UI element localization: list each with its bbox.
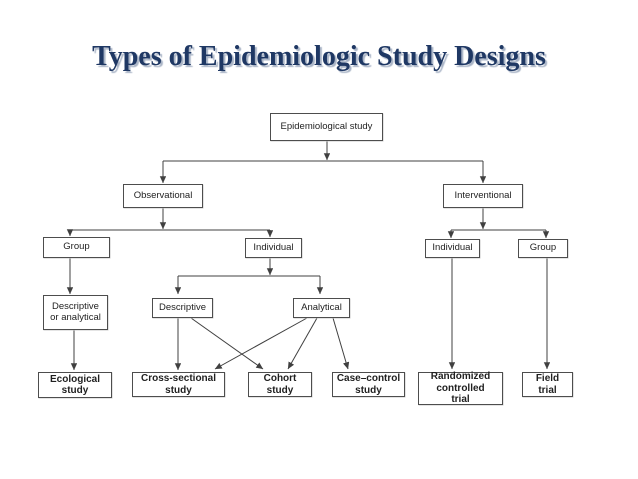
node-descriptive-or-analytical: Descriptive or analytical <box>43 295 108 330</box>
edge-analytical-to-cross-sectional <box>214 317 308 370</box>
edge-analytical-to-cohort <box>287 317 318 370</box>
node-individual-observational: Individual <box>245 238 302 258</box>
node-individual-interventional: Individual <box>425 239 480 258</box>
node-group-interventional: Group <box>518 239 568 258</box>
node-cohort-study: Cohort study <box>248 372 312 397</box>
edge-analytical-to-case-control <box>332 317 350 370</box>
page-title: Types of Epidemiologic Study Designs <box>92 41 546 72</box>
node-analytical: Analytical <box>293 298 350 318</box>
node-observational: Observational <box>123 184 203 208</box>
node-epidemiological-study: Epidemiological study <box>270 113 383 141</box>
node-group-observational: Group <box>43 237 110 258</box>
node-descriptive: Descriptive <box>152 298 213 318</box>
node-case-control-study: Case–control study <box>332 372 405 397</box>
node-cross-sectional-study: Cross-sectional study <box>132 372 225 397</box>
edge-descriptive-to-cohort <box>190 317 264 370</box>
node-ecological-study: Ecological study <box>38 372 112 398</box>
node-randomized-controlled-trial: Randomized controlled trial <box>418 371 503 405</box>
node-field-trial: Field trial <box>522 372 573 397</box>
node-interventional: Interventional <box>443 184 523 208</box>
